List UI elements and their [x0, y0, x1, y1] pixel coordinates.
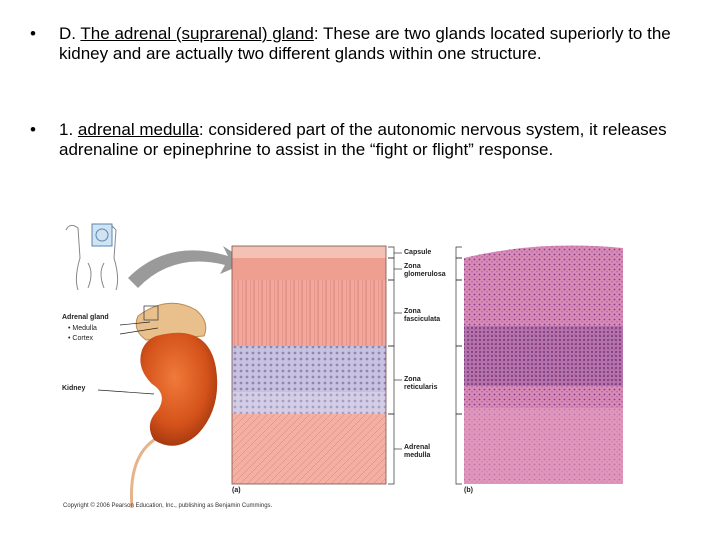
bullet-prefix: 1. — [59, 120, 78, 139]
panel-b-label: (b) — [464, 487, 473, 494]
body-outline-sketch — [65, 223, 119, 291]
kidney-shape — [140, 332, 218, 446]
label-zona-fasciculata: Zona fasciculata — [404, 308, 441, 323]
label-capsule: Capsule — [404, 249, 432, 256]
bullet-body: : considered part of the autonomic nervo… — [59, 120, 667, 159]
bullet-text: D. The adrenal (suprarenal) gland: These… — [59, 24, 689, 64]
bullet-marker: • — [30, 120, 36, 139]
adrenal-gland-shape — [135, 302, 207, 341]
label-medulla: • Medulla — [68, 325, 97, 332]
bullet-term: adrenal medulla — [77, 120, 199, 139]
adrenal-illustration — [65, 223, 623, 509]
bullet-marker: • — [30, 24, 36, 43]
label-zona-reticularis: Zona reticularis — [404, 376, 438, 391]
label-kidney: Kidney — [62, 385, 86, 392]
panel-a-label: (a) — [232, 487, 241, 494]
bullet-text: 1. adrenal medulla: considered part of t… — [59, 120, 689, 160]
zoom-arrow — [128, 246, 248, 288]
label-cortex: • Cortex — [68, 335, 94, 342]
label-adrenal-medulla: Adrenal medulla — [404, 444, 431, 459]
zoom-box — [143, 305, 159, 321]
panel-a-tissue — [231, 245, 387, 485]
panel-b-histology — [464, 245, 623, 484]
adrenal-figure: Adrenal gland • Medulla • Cortex Kidney … — [58, 218, 658, 518]
bullet-prefix: D. — [59, 24, 81, 43]
label-zona-glomerulosa: Zona glomerulosa — [404, 263, 446, 278]
bullet-body: : These are two glands located superiorl… — [59, 24, 671, 63]
layer-brackets — [388, 246, 462, 485]
copyright-notice: Copyright © 2006 Pearson Education, Inc.… — [63, 503, 273, 509]
ureter — [129, 438, 155, 509]
bullet-term: The adrenal (suprarenal) gland — [80, 24, 314, 43]
label-adrenal-gland: Adrenal gland — [62, 314, 109, 321]
